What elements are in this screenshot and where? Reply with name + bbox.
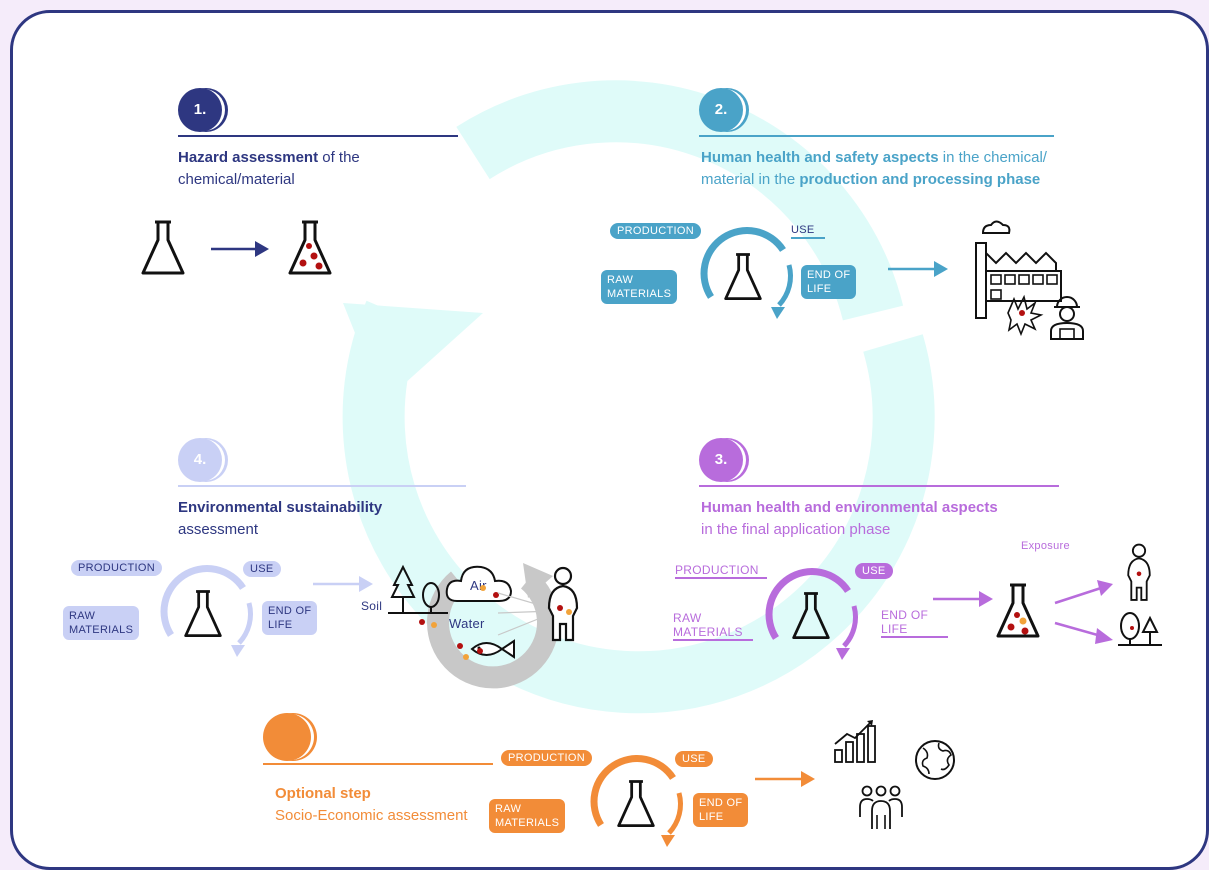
people-group-icon xyxy=(859,785,903,829)
flask-icon xyxy=(141,220,185,275)
step4-end-of-life-label: END OF LIFE xyxy=(262,601,318,635)
exposure-label: Exposure xyxy=(1021,540,1070,552)
step4-flask-icon xyxy=(184,590,222,638)
optional-end-of-life-label: END OF LIFE xyxy=(693,793,749,827)
step2-end-of-life-label: END OF LIFE xyxy=(801,265,857,299)
water-label: Water xyxy=(449,616,485,631)
step3-title-line2: in the final application phase xyxy=(701,521,891,538)
step2-number-text: 2. xyxy=(714,101,728,118)
worker-icon xyxy=(1050,296,1084,340)
step3-lifecycle-ring xyxy=(765,568,858,660)
step1-title: Hazard assessment of the chemical/materi… xyxy=(178,147,360,191)
step4-raw-materials-label: RAW MATERIALS xyxy=(63,606,140,640)
step2-use-label: USE xyxy=(791,223,825,239)
step2-flask-icon xyxy=(724,253,762,301)
optional-flask-icon xyxy=(617,780,655,828)
step4-use-label: USE xyxy=(243,561,281,577)
step3-exposure-arrows xyxy=(1054,580,1113,644)
step3-production-label: PRODUCTION xyxy=(675,563,767,579)
exposure-lines xyxy=(497,592,554,636)
globe-icon xyxy=(915,740,955,780)
optional-step-circle xyxy=(263,713,311,761)
step2-number xyxy=(699,88,743,132)
optional-arrow-icon xyxy=(755,771,815,787)
step1-title-line2: chemical/material xyxy=(178,171,295,188)
step4-number xyxy=(178,438,222,482)
step3-raw-materials-label: RAW MATERIALS xyxy=(673,611,753,641)
diagram-frame: 1. 1. Hazard assessment of the chemical/… xyxy=(10,10,1209,870)
step4-title: Environmental sustainability assessment xyxy=(178,497,382,541)
optional-title: Optional step Socio-Economic assessment xyxy=(275,783,468,827)
step2-production-label: PRODUCTION xyxy=(610,223,701,239)
step3-trees-icon xyxy=(1118,612,1162,646)
step3-flask-icon xyxy=(792,592,830,640)
step3-title: Human health and environmental aspects i… xyxy=(701,497,998,541)
optional-rule xyxy=(263,763,493,765)
step2-raw-materials-label: RAW MATERIALS xyxy=(601,270,678,304)
optional-title-bold: Optional step xyxy=(275,785,371,802)
step2-title-rest: in the chemical/ xyxy=(938,149,1047,166)
step1-title-rest: of the xyxy=(318,149,360,166)
step3-contaminated-flask-icon xyxy=(996,583,1040,638)
soil-label: Soil xyxy=(361,599,383,613)
step2-rule xyxy=(699,135,1054,137)
optional-use-label: USE xyxy=(675,751,713,767)
person-icon xyxy=(547,566,579,642)
factory-icon xyxy=(975,220,1062,337)
step4-number-text: 4. xyxy=(193,451,207,468)
arrow-right-icon xyxy=(211,241,269,257)
step2-title-line2-pre: material in the xyxy=(701,171,800,188)
step3-arrow-icon xyxy=(933,591,993,607)
step4-rule xyxy=(178,485,466,487)
step4-title-line2: assessment xyxy=(178,521,259,538)
step3-end-of-life-label: END OF LIFE xyxy=(881,608,949,638)
step4-production-label: PRODUCTION xyxy=(71,560,162,576)
step3-number-text: 3. xyxy=(714,451,728,468)
step1-number: 1. xyxy=(178,88,222,132)
step1-title-bold: Hazard assessment xyxy=(178,149,319,166)
step3-person-icon xyxy=(1127,543,1151,601)
growth-chart-icon xyxy=(834,720,876,763)
optional-raw-materials-label: RAW MATERIALS xyxy=(489,799,566,833)
step2-title-bold: Human health and safety aspects xyxy=(701,149,939,166)
optional-title-line2: Socio-Economic assessment xyxy=(275,807,468,824)
optional-lifecycle-ring xyxy=(590,755,683,847)
step1-number-text: 1. xyxy=(193,101,207,118)
step3-title-line1: Human health and environmental aspects xyxy=(701,499,998,516)
step2-title-line2-bold: production and processing phase xyxy=(799,171,1041,188)
step3-number xyxy=(699,438,743,482)
step1-rule xyxy=(178,135,458,137)
step3-use-label: USE xyxy=(855,563,893,579)
step3-rule xyxy=(699,485,1059,487)
step2-title: Human health and safety aspects in the c… xyxy=(701,147,1047,191)
step2-lifecycle-ring xyxy=(700,227,793,319)
step4-pollutant-dots xyxy=(419,585,499,660)
step4-arrow-icon xyxy=(313,576,373,592)
step4-title-bold: Environmental sustainability xyxy=(178,499,383,516)
step4-lifecycle-ring xyxy=(160,565,253,657)
optional-production-label: PRODUCTION xyxy=(501,750,592,766)
contaminated-flask-icon xyxy=(288,220,332,275)
step2-arrow-icon xyxy=(888,261,948,277)
trees-icon xyxy=(388,564,448,614)
